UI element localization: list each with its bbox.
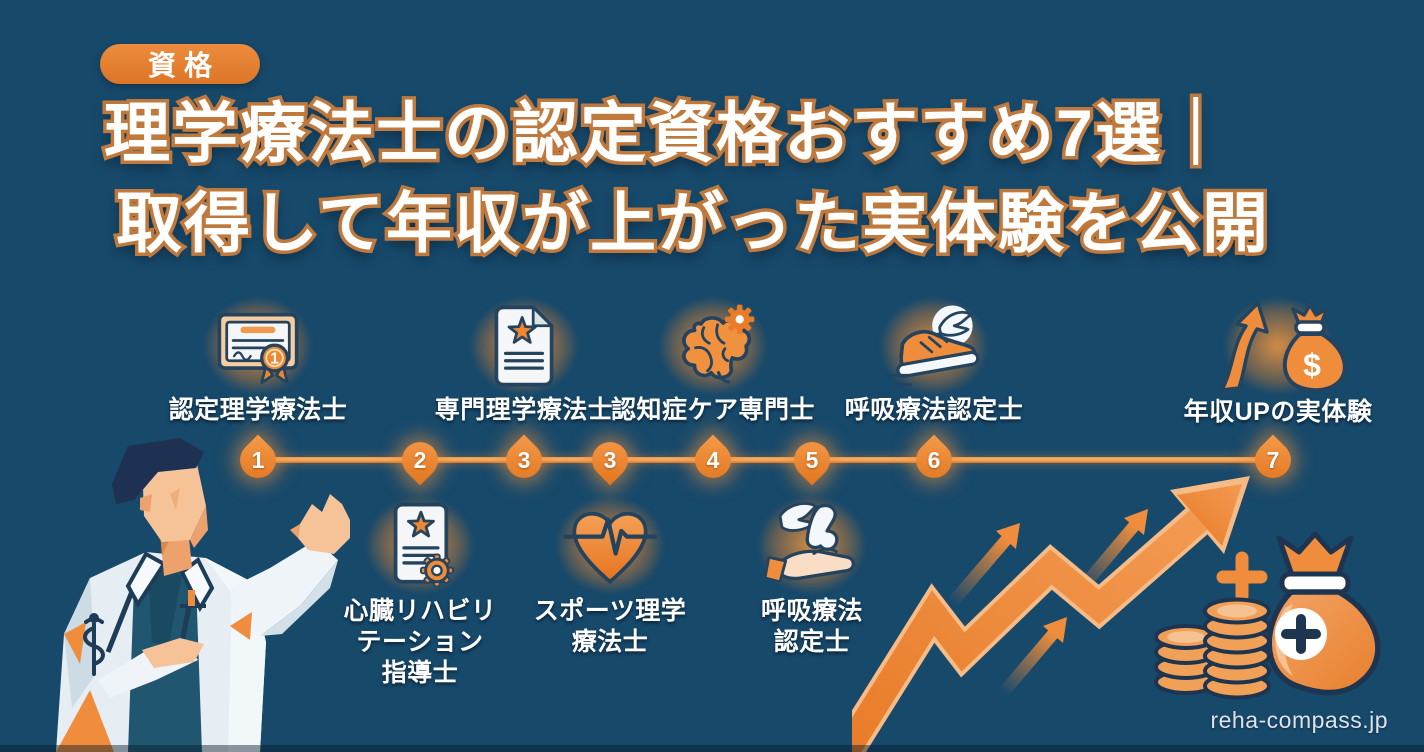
hand-foot-icon xyxy=(765,502,855,584)
timeline-item-dementia-care: 認知症ケア専門士 xyxy=(603,283,823,426)
timeline-item-sports-pt: スポーツ理学 療法士 xyxy=(500,482,720,658)
heart-pulse-icon xyxy=(563,511,657,584)
timeline-marker: 4 xyxy=(687,434,739,486)
gear-icon xyxy=(724,304,755,335)
moneybag-cross-icon xyxy=(1266,531,1381,696)
title-line-1: 理学療法士の認定資格おすすめ7選｜ 理学療法士の認定資格おすすめ7選｜ xyxy=(101,96,1233,170)
svg-text:1: 1 xyxy=(270,350,279,367)
small-arrow-icon xyxy=(997,617,1067,699)
timeline-marker: 7 xyxy=(1247,434,1299,486)
timeline-marker: 3 xyxy=(498,434,550,486)
category-badge: 資格 xyxy=(100,44,260,84)
gear-icon xyxy=(420,553,454,588)
svg-text:$: $ xyxy=(1303,347,1321,383)
caduceus-icon xyxy=(83,613,105,676)
timeline-item-salary-up: $ 年収UPの実体験 xyxy=(1168,283,1388,428)
certificate-ribbon-icon: 1 xyxy=(217,312,299,385)
timeline-marker: 1 xyxy=(232,434,284,486)
plus-icon xyxy=(1216,551,1268,603)
coin-stack-icon xyxy=(1203,597,1271,700)
timeline-marker: 5 xyxy=(786,434,838,486)
timeline-item-specialist-pt: 専門理学療法士 xyxy=(414,283,634,426)
arrow-moneybag-icon: $ xyxy=(1220,301,1347,393)
item-label: 心臓リハビリ テーション 指導士 xyxy=(343,597,497,687)
title-line-1-outline: 理学療法士の認定資格おすすめ7選｜ xyxy=(101,96,1233,170)
timeline-item-respiratory-bottom: 呼吸療法 認定士 xyxy=(702,482,922,658)
growth-chart-illustration xyxy=(852,476,1381,752)
timeline-line xyxy=(258,457,1274,463)
big-zigzag-arrow-icon xyxy=(852,476,1250,752)
document-gear-icon xyxy=(393,502,454,588)
winged-shoe-icon xyxy=(888,305,980,387)
small-arrow-icon xyxy=(946,523,1020,609)
brain-gear-icon xyxy=(682,304,755,384)
bottom-edge-shade xyxy=(0,745,1424,752)
timeline-marker: 6 xyxy=(908,434,960,486)
coin-stack-icon xyxy=(1154,624,1218,695)
document-star-icon xyxy=(494,305,554,387)
timeline-item-cardiac-rehab: 心臓リハビリ テーション 指導士 xyxy=(310,482,530,689)
timeline-marker: 3 xyxy=(584,434,636,486)
doctor-illustration xyxy=(56,438,350,752)
title-line-2: 取得して年収が上がった実体験を公開 取得して年収が上がった実体験を公開 xyxy=(112,186,1271,260)
title-line-2-outline: 取得して年収が上がった実体験を公開 xyxy=(112,186,1271,260)
timeline-marker: 2 xyxy=(394,434,446,486)
watermark: reha-compass.jp xyxy=(1210,707,1388,733)
timeline-item-certified-pt: 1 認定理学療法士 xyxy=(148,283,368,426)
timeline-item-respiratory-top: 呼吸療法認定士 xyxy=(824,283,1044,426)
